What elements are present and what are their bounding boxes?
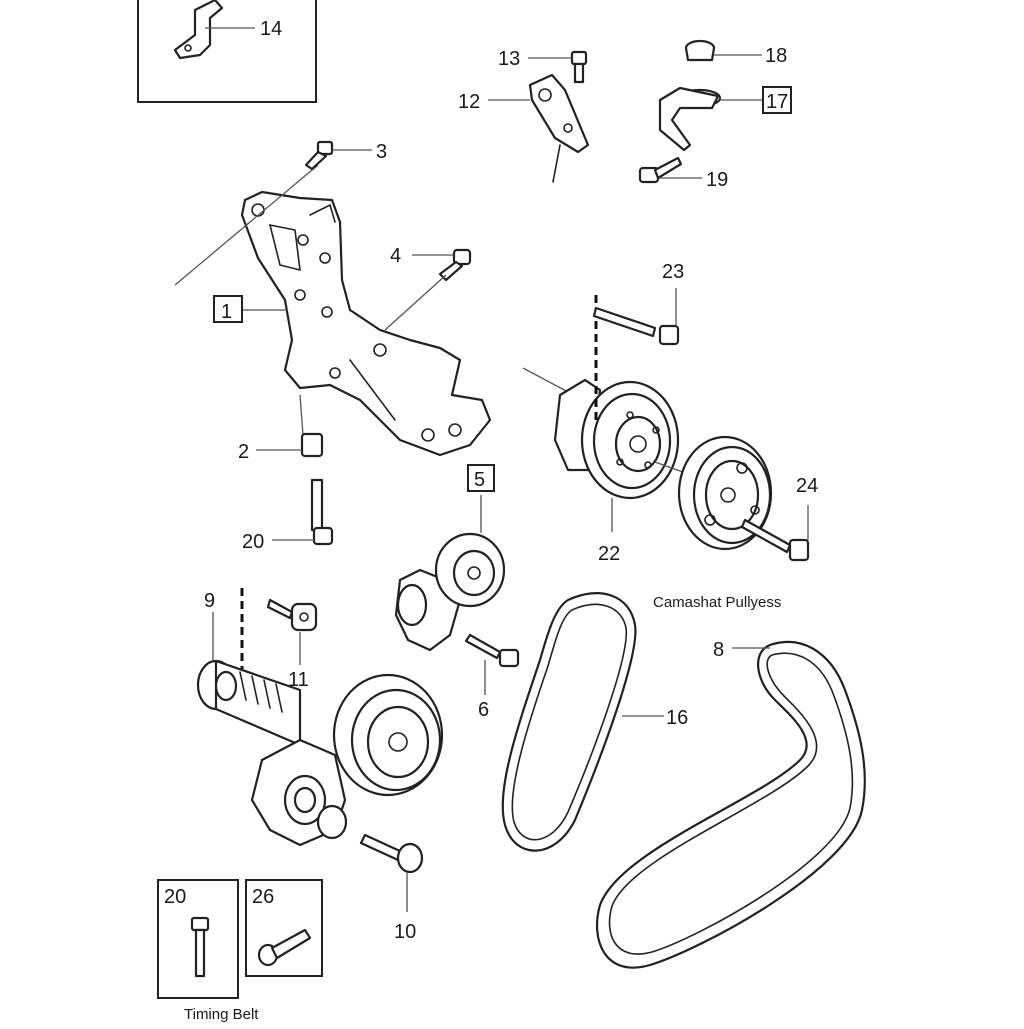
callout-6: 6	[478, 699, 489, 721]
bolt-3	[304, 140, 372, 171]
inset-frame-26	[245, 879, 323, 977]
callout-10: 10	[394, 921, 416, 943]
callout-13: 13	[498, 48, 520, 70]
callout-23: 23	[662, 261, 684, 283]
callout-16: 16	[666, 707, 688, 729]
inset-frame-20	[157, 879, 239, 999]
callout-17: 17	[766, 91, 788, 113]
bolt-20	[272, 478, 334, 546]
camshaft-pulleys-label: Camashat Pullyess	[653, 594, 781, 611]
mounting-bracket-1	[174, 164, 492, 457]
cap-18	[684, 39, 762, 62]
callout-1: 1	[221, 301, 232, 323]
spacer-2	[256, 394, 324, 458]
callout-22: 22	[598, 543, 620, 565]
bolt-6	[464, 633, 520, 695]
callout-2: 2	[238, 441, 249, 463]
camshaft-pulley-24	[654, 435, 810, 562]
callout-18: 18	[765, 45, 787, 67]
callout-3: 3	[376, 141, 387, 163]
timing-belt-label: Timing Belt	[184, 1006, 259, 1023]
callout-26: 26	[252, 886, 274, 908]
idler-pulley-5	[394, 464, 506, 652]
camshaft-pulley-22	[522, 295, 680, 532]
bracket-17	[658, 86, 792, 152]
callout-19: 19	[706, 169, 728, 191]
callout-24: 24	[796, 475, 818, 497]
callout-8: 8	[713, 639, 724, 661]
callout-20-inset: 20	[164, 886, 186, 908]
callout-4: 4	[390, 245, 401, 267]
belt-16	[501, 592, 664, 852]
bolt-23	[592, 288, 680, 346]
bracket-12	[488, 73, 590, 183]
bolt-13	[528, 50, 588, 84]
tensioner-assembly	[196, 588, 444, 912]
bolt-19	[638, 156, 702, 184]
callout-9: 9	[204, 590, 215, 612]
callout-5: 5	[474, 469, 485, 491]
callout-12: 12	[458, 91, 480, 113]
belt-8	[596, 640, 866, 969]
callout-14: 14	[260, 18, 282, 40]
callout-11: 11	[288, 669, 309, 691]
callout-20: 20	[242, 531, 264, 553]
bolt-4	[384, 248, 472, 331]
inset-frame-14	[137, 0, 317, 103]
